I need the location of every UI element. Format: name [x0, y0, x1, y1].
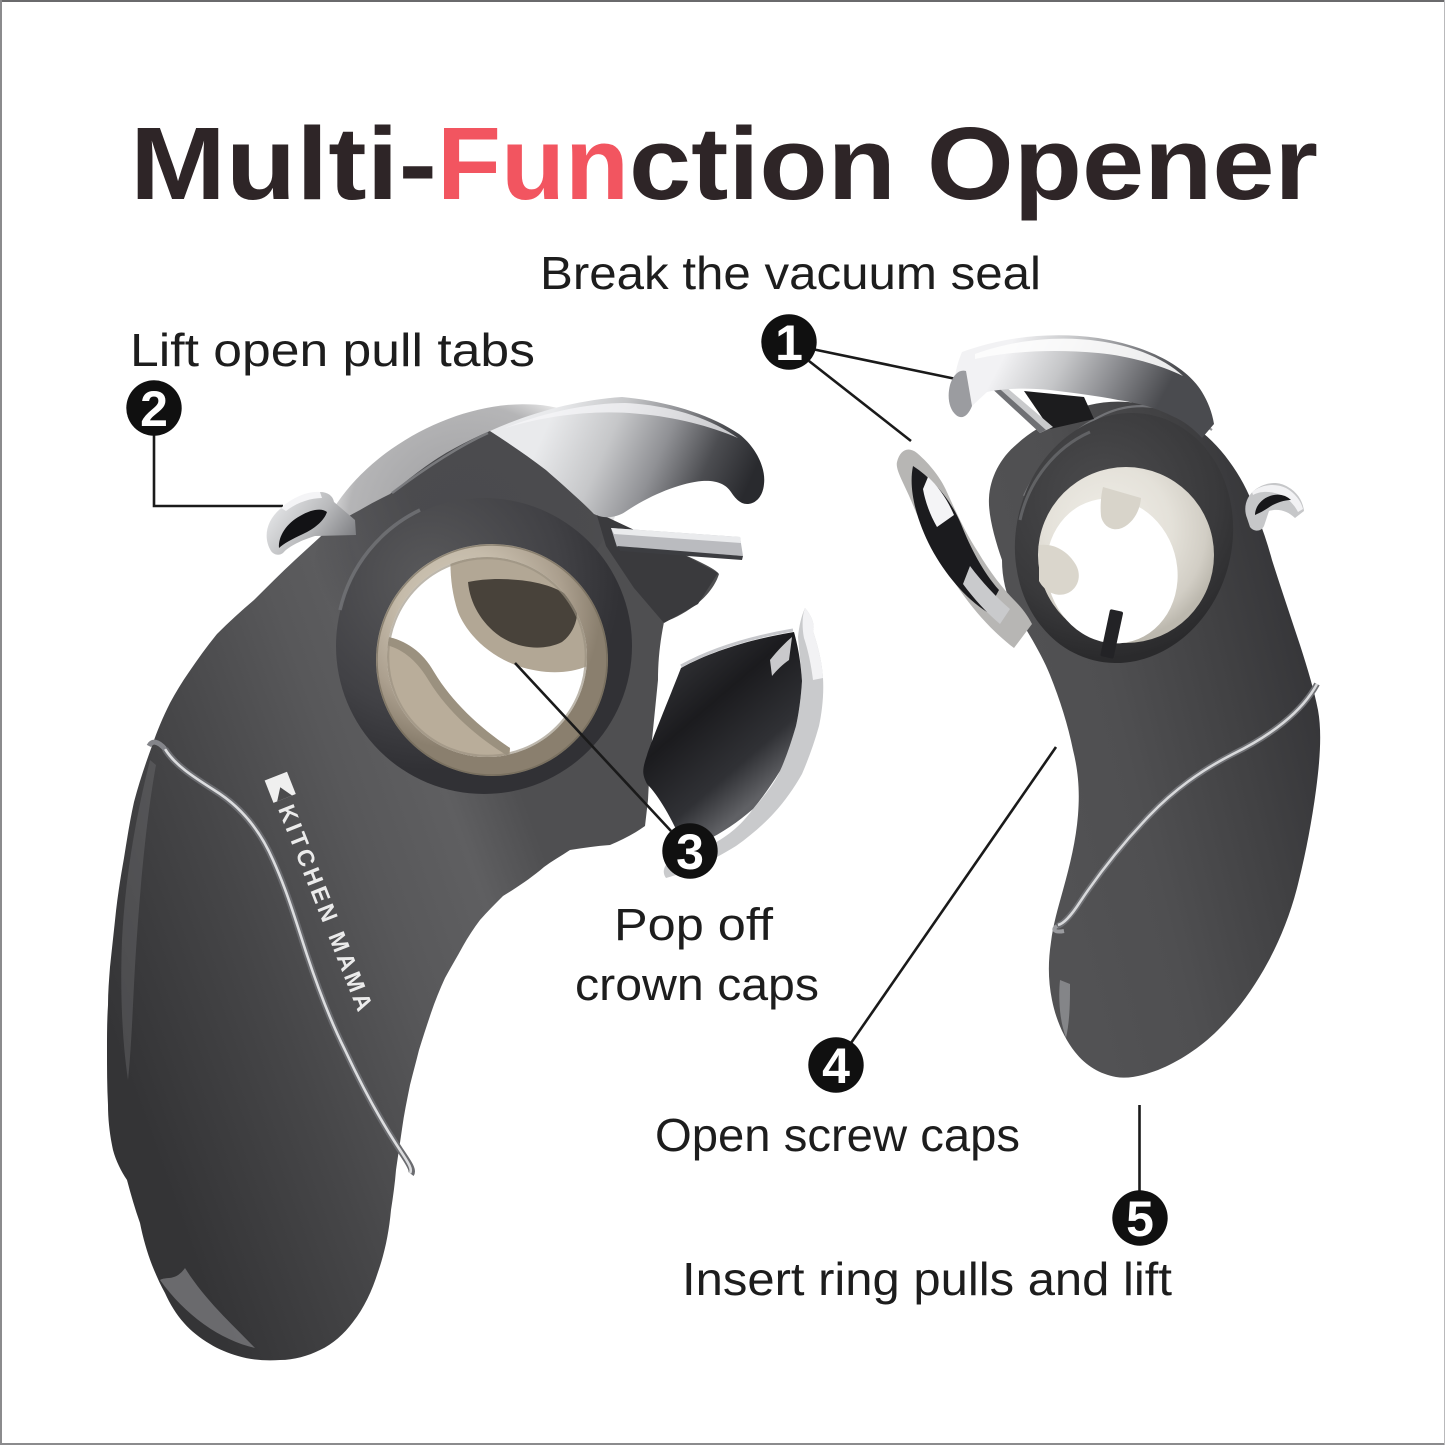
svg-text:4: 4 [822, 1038, 850, 1094]
svg-text:ction Opener: ction Opener [629, 106, 1318, 221]
svg-text:Fun: Fun [437, 106, 629, 221]
svg-text:2: 2 [140, 381, 168, 437]
svg-text:Insert ring pulls and lift: Insert ring pulls and lift [682, 1253, 1172, 1305]
svg-text:1: 1 [775, 315, 803, 371]
svg-text:Break the vacuum seal: Break the vacuum seal [540, 247, 1041, 299]
svg-text:Pop off: Pop off [614, 899, 774, 950]
svg-text:3: 3 [676, 824, 704, 880]
svg-text:Multi-: Multi- [130, 106, 437, 221]
svg-text:Open screw caps: Open screw caps [655, 1109, 1020, 1161]
svg-text:crown caps: crown caps [575, 959, 819, 1010]
svg-text:5: 5 [1126, 1191, 1154, 1247]
svg-text:Lift open pull tabs: Lift open pull tabs [130, 324, 535, 376]
